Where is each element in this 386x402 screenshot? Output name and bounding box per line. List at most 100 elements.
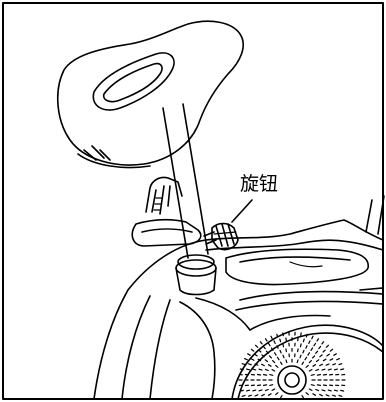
flywheel-vent-mark	[272, 360, 276, 364]
flywheel-vent-mark	[279, 395, 283, 399]
flywheel-vent-mark	[264, 338, 268, 342]
flywheel-vent-mark	[285, 348, 287, 353]
flywheel-vent-mark	[261, 354, 265, 358]
flywheel-vent-mark	[279, 338, 282, 343]
flywheel-vent-mark	[310, 374, 315, 376]
flywheel-vent-mark	[322, 358, 327, 362]
flywheel-vent-mark	[310, 384, 315, 386]
flywheel-vent-mark	[252, 368, 257, 371]
flywheel-vent-mark	[297, 348, 299, 353]
flywheel-vent-mark	[311, 335, 314, 340]
flywheel-vent-mark	[321, 389, 326, 392]
flywheel-vent-mark	[326, 353, 330, 357]
flywheel-vent-mark	[252, 389, 257, 392]
flywheel-vent-mark	[255, 344, 259, 348]
flywheel-vent-mark	[248, 394, 252, 397]
flywheel-vent-mark	[263, 374, 268, 376]
flywheel-vent-mark	[312, 364, 317, 367]
flywheel-vent-mark	[322, 373, 328, 376]
flywheel-vent-mark	[310, 347, 314, 351]
flywheel-vent-mark	[239, 368, 244, 371]
flywheel-vent-mark	[322, 384, 328, 387]
flywheel-vent-mark	[333, 368, 338, 371]
flywheel-vent-mark	[301, 361, 305, 365]
flywheel-vent-mark	[327, 389, 332, 392]
flywheel-vent-mark	[239, 389, 244, 392]
flywheel-vent-mark	[305, 345, 308, 349]
flywheel-vent-mark	[256, 373, 262, 376]
flywheel-vent-mark	[264, 388, 269, 392]
flywheel-vent-mark	[269, 384, 274, 386]
flywheel-vent-mark	[246, 368, 251, 371]
flywheel-vent-mark	[267, 364, 272, 367]
flywheel-vent-mark	[264, 368, 269, 372]
flywheel-vent-mark	[305, 392, 309, 396]
flywheel-vent-mark	[241, 363, 246, 366]
seat	[56, 20, 244, 169]
flywheel-vent-mark	[321, 341, 325, 345]
flywheel-vent-mark	[265, 350, 269, 354]
knob-callout-label: 旋钮	[240, 173, 278, 195]
callout-leader-line	[231, 199, 253, 223]
flywheel-vent-mark	[307, 352, 311, 356]
flywheel-vent-mark	[305, 333, 308, 338]
flywheel-vent-mark	[304, 356, 308, 361]
flywheel-vent-mark	[312, 393, 317, 396]
bike-frame	[93, 195, 385, 400]
flywheel-vent-mark	[300, 332, 302, 337]
flywheel-vent-mark	[270, 347, 274, 351]
flywheel-vent-mark	[325, 394, 330, 397]
flywheel-vent-mark	[340, 368, 345, 371]
flywheel-vent-mark	[308, 388, 313, 391]
flywheel-vent-mark	[316, 338, 320, 342]
seat-bracket	[131, 176, 202, 247]
flywheel-vent-mark	[246, 389, 251, 392]
flywheel-vent-mark	[271, 388, 276, 391]
flywheel-vent-mark	[279, 361, 283, 365]
flywheel-vent-mark	[254, 363, 259, 366]
flywheel-vent-mark	[332, 363, 336, 366]
flywheel-vent-mark	[275, 392, 279, 396]
flywheel-vent-mark	[250, 358, 255, 361]
flywheel-vent-mark	[273, 340, 276, 344]
flywheel-vent-mark	[308, 360, 312, 364]
flywheel-vent-mark	[275, 364, 279, 368]
flywheel-vent-mark	[333, 353, 337, 356]
seat-post	[162, 103, 217, 296]
flywheel-vent-mark	[258, 368, 263, 371]
flywheel-vent-mark	[301, 395, 305, 399]
flywheel-vent-mark	[315, 350, 319, 354]
flywheel-vent-mark	[257, 358, 262, 362]
flywheel-vent-mark	[327, 368, 332, 371]
flywheel-vent-mark	[333, 389, 338, 392]
flywheel-vent-mark	[296, 359, 299, 364]
flywheel-vent-mark	[315, 388, 320, 392]
flywheel	[231, 324, 384, 400]
flywheel-vent-mark	[268, 355, 272, 359]
flywheel-vent-mark	[254, 353, 258, 357]
flywheel-vent-mark	[313, 342, 317, 347]
flywheel-vent-mark	[247, 353, 251, 356]
flywheel-vent-mark	[276, 356, 280, 361]
flywheel-vent-mark	[282, 332, 284, 337]
flywheel-vent-mark	[258, 389, 263, 392]
knob	[203, 199, 253, 251]
flywheel-vent-mark	[258, 349, 262, 353]
flywheel-vent-mark	[248, 363, 252, 366]
flywheel-vent-mark	[305, 364, 309, 368]
flywheel-vent-mark	[262, 345, 266, 350]
flywheel-vent-mark	[302, 338, 305, 343]
flywheel-vent-mark	[261, 363, 265, 367]
flywheel-vent-mark	[285, 359, 288, 364]
flywheel-vent-mark	[276, 333, 279, 338]
flywheel-vent-mark	[319, 354, 323, 358]
flywheel-vent-mark	[329, 358, 334, 361]
flywheel-vent-mark	[319, 393, 323, 397]
flywheel-vent-mark	[276, 345, 279, 349]
flywheel-vent-mark	[264, 359, 269, 363]
flywheel-vent-mark	[279, 349, 282, 354]
flywheel-vent-mark	[308, 340, 311, 344]
flywheel-vent-mark	[259, 341, 263, 345]
flywheel-vent-mark	[273, 352, 277, 356]
flywheel-vent-mark	[315, 359, 320, 363]
